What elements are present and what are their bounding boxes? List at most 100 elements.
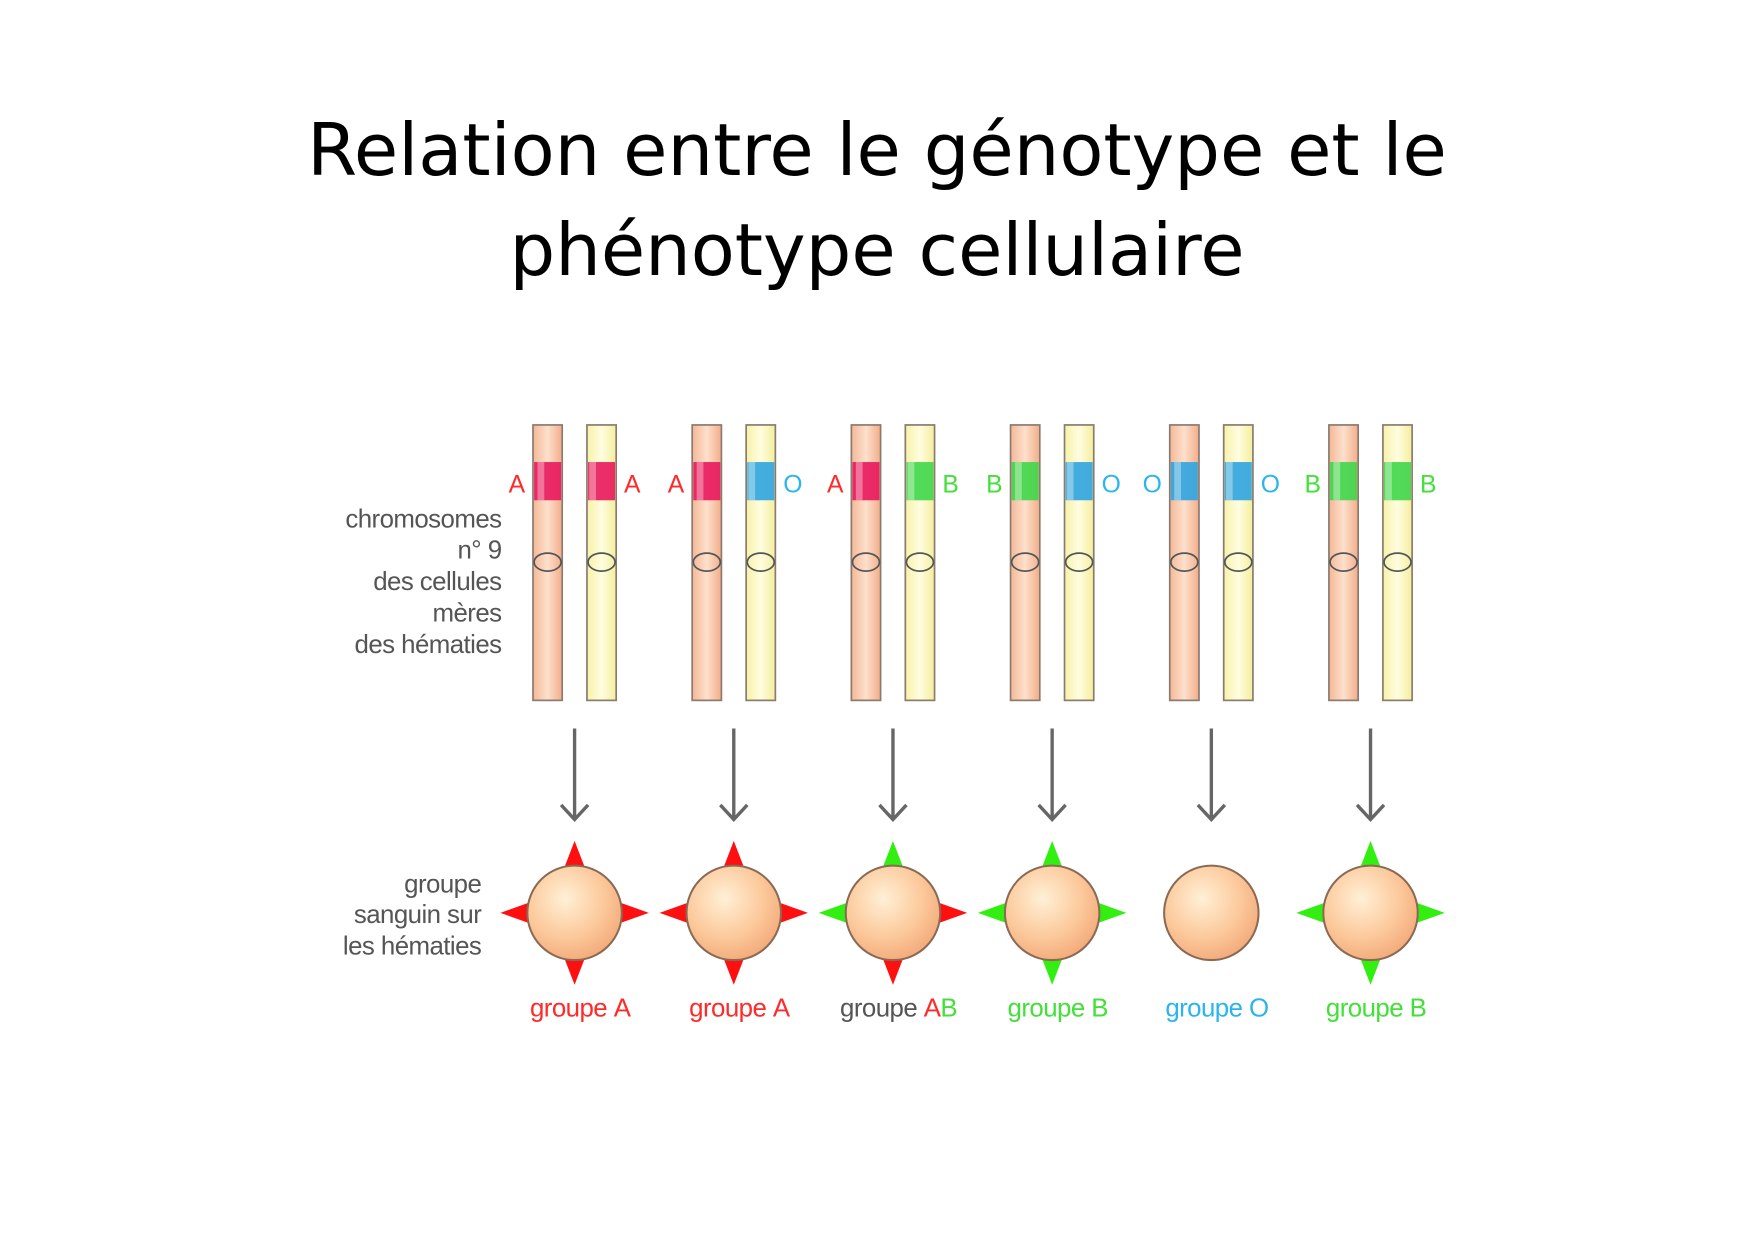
allele-band-B (1330, 462, 1358, 501)
blood-group-text-part: A (614, 994, 632, 1022)
centromere (1170, 552, 1199, 572)
blood-group-label-line: les hématies (343, 932, 481, 960)
cell-membrane (1322, 864, 1419, 962)
chromosome-9: O (1143, 424, 1200, 702)
allele-label: O (1143, 471, 1162, 498)
blood-group-text-part: B (1410, 994, 1427, 1022)
red-blood-cell (1163, 864, 1260, 962)
chromosome-9: B (904, 424, 959, 702)
page-title: Relation entre le génotype et le phénoty… (0, 100, 1754, 300)
blood-group-label: groupe sanguin sur les hématies (343, 871, 483, 961)
allele-band-A (534, 462, 562, 501)
band-highlight (1066, 462, 1074, 501)
blood-group-text-part: groupe (530, 994, 614, 1022)
centromere (533, 552, 562, 572)
red-blood-cell (500, 840, 649, 985)
blood-group-text-part: B (940, 994, 957, 1022)
chromosome-9: A (509, 424, 564, 702)
blood-group-label-line: groupe (404, 871, 481, 899)
arrow-head (719, 803, 749, 823)
blood-group-text-part: groupe (1326, 994, 1410, 1022)
antigen-A-left (659, 901, 692, 925)
down-arrow (1355, 728, 1386, 823)
allele-band-O (1065, 462, 1093, 501)
centromere (851, 552, 881, 572)
blood-group-text-part: B (1091, 994, 1108, 1022)
blood-group-result: groupe A (530, 994, 632, 1022)
centromere (1064, 552, 1094, 572)
centromere (1383, 552, 1412, 572)
chromosomes-label-line: mères (433, 600, 502, 628)
chromosome-9: A (827, 424, 882, 702)
arrow-head (878, 803, 908, 823)
blood-group-text-part: groupe (689, 994, 773, 1022)
blood-group-result: groupe B (1008, 994, 1108, 1022)
centromere (692, 552, 722, 572)
blood-group-result: groupe O (1165, 994, 1268, 1022)
allele-band-A (852, 462, 880, 501)
allele-label: A (827, 471, 844, 498)
down-arrow (878, 728, 908, 823)
antigen-A-top (722, 840, 746, 871)
red-blood-cell (977, 840, 1127, 985)
red-blood-cell (1296, 840, 1445, 985)
antigen-B-top (881, 840, 905, 871)
antigen-B-bottom (1040, 955, 1064, 985)
band-highlight (855, 462, 863, 501)
band-highlight (1015, 462, 1022, 501)
title-line-1: Relation entre le génotype et le (307, 108, 1447, 192)
cell-membrane (1003, 864, 1101, 962)
chromosome-9: B (1305, 424, 1360, 702)
chromosomes-label-line: n° 9 (457, 537, 501, 565)
red-blood-cell (818, 840, 968, 985)
blood-group-text-part: A (924, 994, 942, 1022)
antigen-A-bottom (563, 955, 586, 985)
down-arrow (559, 728, 590, 823)
band-highlight (696, 462, 704, 501)
antigen-A-right (935, 901, 968, 925)
blood-group-text-part: O (1249, 994, 1269, 1022)
antigen-B-left (818, 901, 851, 925)
blood-group-result: groupe A (689, 994, 791, 1022)
allele-band-B (1011, 462, 1039, 501)
band-highlight (589, 462, 596, 501)
down-arrow (1196, 728, 1227, 823)
allele-label: B (986, 471, 1002, 498)
allele-band-O (1170, 462, 1198, 501)
chromosome-9: A (668, 424, 723, 702)
band-highlight (1174, 462, 1181, 501)
arrow-head (1196, 803, 1227, 823)
blood-group-result: groupe B (1326, 994, 1426, 1022)
chromosome-9: B (986, 424, 1041, 702)
allele-label: B (1305, 471, 1322, 498)
band-highlight (537, 462, 545, 501)
allele-label: O (1102, 471, 1121, 498)
chromosomes-label-line: des hématies (355, 631, 502, 659)
cell-membrane (1163, 864, 1260, 962)
band-highlight (1385, 462, 1392, 501)
allele-band-A (693, 462, 721, 501)
centromere (1223, 552, 1253, 572)
band-highlight (1225, 462, 1233, 501)
chromosome-9: B (1382, 424, 1437, 702)
antigen-B-bottom (1359, 955, 1382, 985)
allele-label: A (509, 471, 526, 498)
allele-band-O (1224, 462, 1252, 501)
chromosomes-label-line: chromosomes (345, 505, 501, 533)
antigen-B-top (1040, 840, 1064, 871)
blood-group-text-part: groupe (1008, 994, 1092, 1022)
blood-group-text-part: A (773, 994, 791, 1022)
chromosome-9: O (1063, 424, 1121, 702)
antigen-B-right (1413, 901, 1445, 925)
blood-group-result: groupe AB (840, 994, 957, 1022)
blood-group-label-line: sanguin sur (354, 901, 482, 929)
allele-label: B (1420, 471, 1437, 498)
antigen-A-bottom (881, 955, 905, 985)
chromosome-9: A (586, 424, 641, 702)
antigen-A-top (563, 840, 586, 871)
